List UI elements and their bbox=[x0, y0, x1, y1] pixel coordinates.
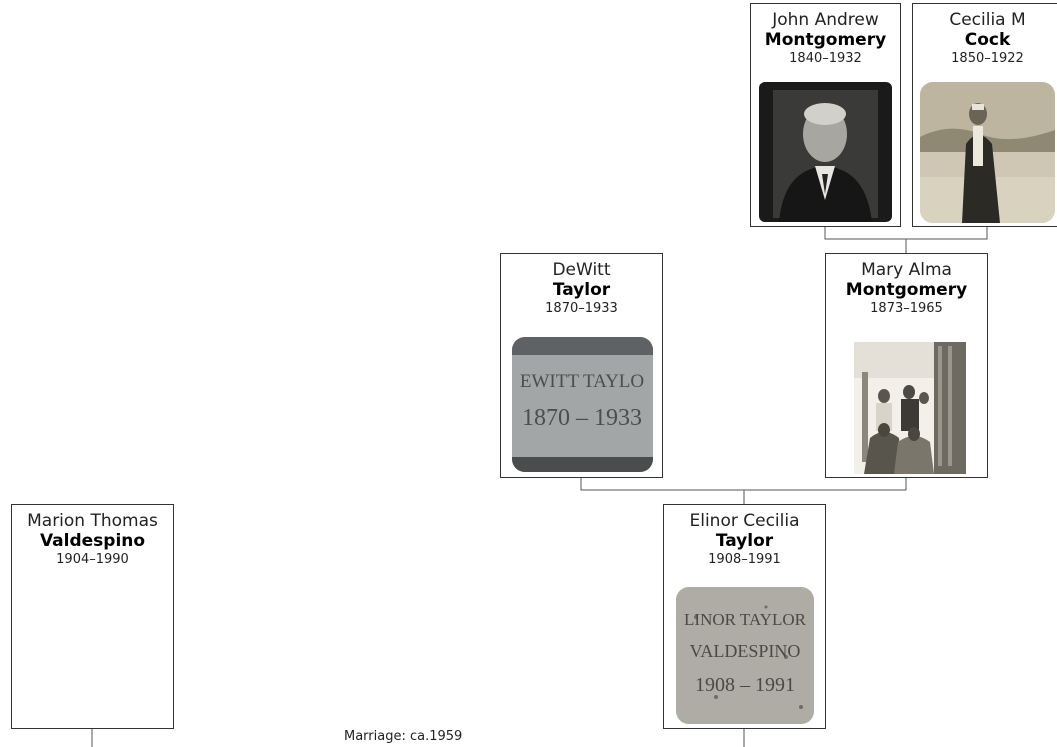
life-years: 1904–1990 bbox=[56, 552, 129, 567]
given-name: Mary Alma bbox=[861, 260, 952, 280]
given-name: Elinor Cecilia bbox=[689, 511, 800, 531]
connector-line bbox=[580, 478, 907, 491]
surname: Cock bbox=[964, 30, 1011, 50]
life-years: 1870–1933 bbox=[545, 301, 618, 316]
surname: Taylor bbox=[552, 280, 611, 300]
life-years: 1850–1922 bbox=[951, 51, 1024, 66]
portrait-photo-icon bbox=[920, 82, 1055, 223]
given-name: Cecilia M bbox=[949, 10, 1026, 30]
surname: Valdespino bbox=[39, 531, 146, 551]
gravestone-inscription: EWITT TAYLO bbox=[520, 371, 644, 392]
life-years: 1873–1965 bbox=[870, 301, 943, 316]
given-name: Marion Thomas bbox=[27, 511, 158, 531]
surname: Taylor bbox=[715, 531, 774, 551]
person-card-john-andrew-montgomery[interactable]: John Andrew Montgomery 1840–1932 bbox=[750, 3, 901, 227]
gravestone-inscription: 1908 – 1991 bbox=[695, 674, 795, 696]
person-card-cecilia-m-cock[interactable]: Cecilia M Cock 1850–1922 bbox=[912, 3, 1057, 227]
given-name: John Andrew bbox=[772, 10, 879, 30]
group-photo-icon bbox=[854, 342, 966, 474]
person-card-dewitt-taylor[interactable]: DeWitt Taylor 1870–1933 EWITT TAYLO 1870… bbox=[500, 253, 663, 478]
gravestone-inscription: VALDESPINO bbox=[690, 641, 801, 661]
life-years: 1908–1991 bbox=[708, 552, 781, 567]
life-years: 1840–1932 bbox=[789, 51, 862, 66]
person-card-marion-thomas-valdespino[interactable]: Marion Thomas Valdespino 1904–1990 bbox=[11, 504, 174, 729]
gravestone-inscription: LINOR TAYLOR bbox=[684, 610, 807, 629]
person-card-elinor-cecilia-taylor[interactable]: Elinor Cecilia Taylor 1908–1991 LINOR TA… bbox=[663, 504, 826, 729]
gravestone-photo-icon: EWITT TAYLO 1870 – 1933 bbox=[512, 337, 653, 472]
given-name: DeWitt bbox=[552, 260, 611, 280]
portrait-photo-icon bbox=[759, 82, 892, 222]
marriage-label: Marriage: ca.1959 bbox=[344, 729, 463, 744]
connector-line bbox=[824, 227, 988, 240]
surname: Montgomery bbox=[845, 280, 968, 300]
gravestone-photo-icon: LINOR TAYLOR VALDESPINO 1908 – 1991 bbox=[676, 587, 814, 724]
surname: Montgomery bbox=[764, 30, 887, 50]
person-card-mary-alma-montgomery[interactable]: Mary Alma Montgomery 1873–1965 bbox=[825, 253, 988, 478]
gravestone-inscription: 1870 – 1933 bbox=[522, 405, 642, 431]
